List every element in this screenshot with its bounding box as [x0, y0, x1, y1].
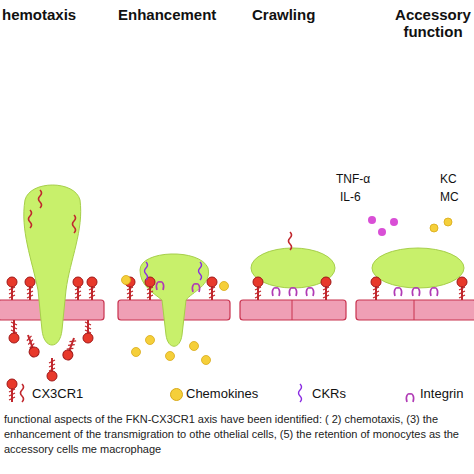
legend-text: CKRs: [312, 386, 346, 401]
panel-heading: Crawling: [252, 6, 315, 23]
figure-caption: functional aspects of the FKN-CX3CR1 axi…: [4, 412, 470, 457]
panel-heading: Enhancement: [118, 6, 216, 23]
legend-swatch: [170, 388, 183, 401]
chemokine-label: KC: [440, 172, 457, 186]
panel-heading: hemotaxis: [2, 6, 76, 23]
legend-text: Chemokines: [186, 386, 258, 401]
legend-text: Integrin: [420, 386, 463, 401]
cytokine-label: IL-6: [340, 190, 361, 204]
chemokine-label: MC: [440, 190, 459, 204]
cytokine-label: TNF-α: [336, 172, 370, 186]
panel-heading: Accessory function: [392, 6, 474, 40]
legend-text: CX3CR1: [32, 386, 83, 401]
